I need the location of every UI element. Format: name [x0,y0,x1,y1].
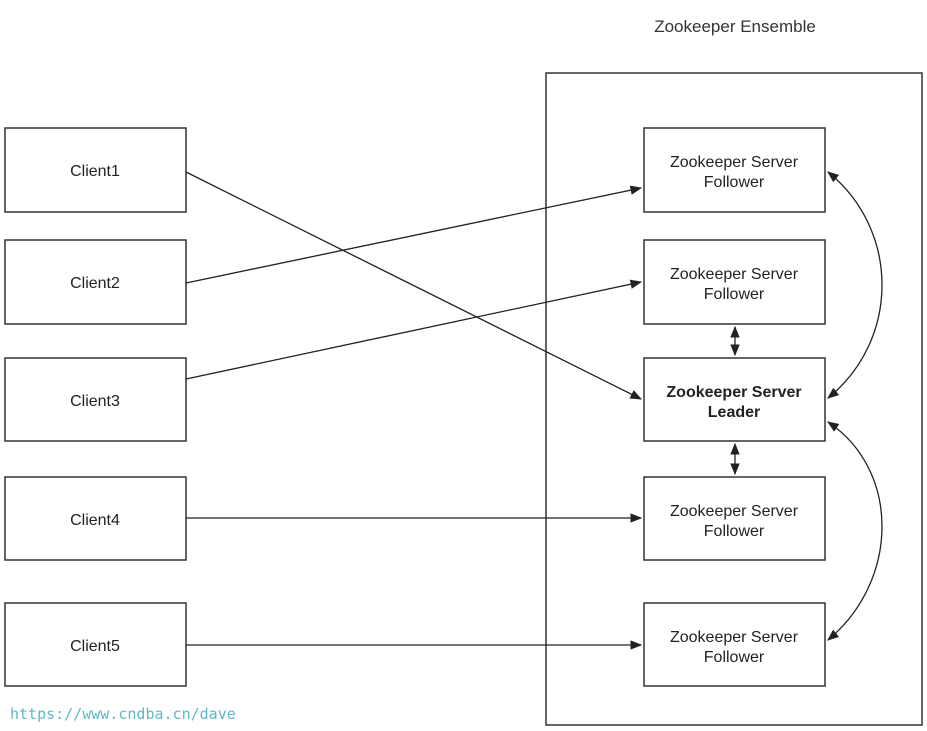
server-role: Follower [704,286,765,303]
server-role: Follower [704,174,765,191]
connection-client3-follower2 [185,279,643,380]
sync-curve-leader-follower4 [827,421,883,641]
server-box-leader: Zookeeper Server Leader [643,357,826,442]
client-label: Client4 [70,512,120,529]
client-box-5: Client5 [4,602,187,687]
server-box-follower-3: Zookeeper Server Follower [643,476,826,561]
server-name: Zookeeper Server [670,503,799,520]
watermark-url: https://www.cndba.cn/dave [10,705,236,723]
server-role: Leader [708,404,760,421]
server-name: Zookeeper Server [670,154,799,171]
ensemble-title: Zookeeper Ensemble [654,17,816,36]
server-name: Zookeeper Server [670,266,799,283]
connection-client2-follower1 [185,185,643,284]
client-label: Client5 [70,638,120,655]
client-box-3: Client3 [4,357,187,442]
client-box-1: Client1 [4,127,187,213]
server-box-follower-1: Zookeeper Server Follower [643,127,826,213]
ensemble-container [545,72,923,726]
sync-curve-follower1-leader [827,171,883,399]
server-name: Zookeeper Server [670,629,799,646]
client-label: Client1 [70,163,120,180]
client-label: Client2 [70,275,120,292]
connection-client1-leader [185,171,643,400]
server-box-follower-4: Zookeeper Server Follower [643,602,826,687]
server-role: Follower [704,523,765,540]
client-box-2: Client2 [4,239,187,325]
server-role: Follower [704,649,765,666]
server-name: Zookeeper Server [666,384,801,401]
client-label: Client3 [70,393,120,410]
server-box-follower-2: Zookeeper Server Follower [643,239,826,325]
client-box-4: Client4 [4,476,187,561]
